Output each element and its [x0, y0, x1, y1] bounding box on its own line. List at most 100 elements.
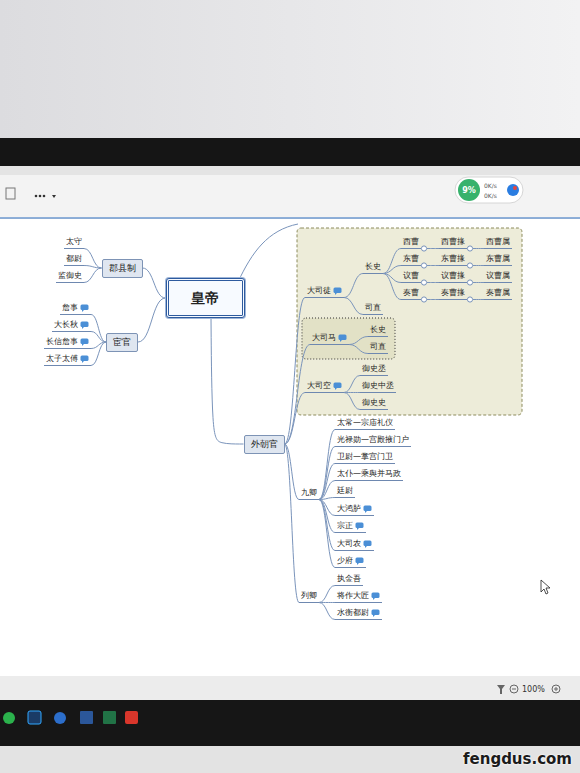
taskbar — [0, 700, 580, 746]
topic-text: 西曹掾 — [441, 237, 465, 247]
branch-connector — [344, 298, 363, 315]
comment-icon — [80, 338, 89, 346]
collapse-knob — [421, 297, 426, 302]
topic-text: 外朝官 — [251, 439, 278, 449]
topic-text: 大司马 — [312, 333, 336, 343]
topic-text: 太子太傅 — [46, 354, 78, 364]
root-topic: 皇帝 — [166, 278, 245, 318]
label-text: fengdus.com — [463, 750, 572, 768]
comment-icon — [82, 310, 85, 313]
subtopic-node: 大鸿胪 — [335, 504, 374, 516]
branch-connector — [84, 268, 102, 283]
branch-line — [238, 224, 298, 282]
comment-icon — [333, 287, 342, 295]
branch-connector — [344, 376, 360, 393]
topic-text: 宦官 — [113, 337, 131, 347]
comment-icon — [364, 541, 372, 547]
app-icon — [28, 711, 41, 724]
desk — [0, 746, 580, 773]
widget-icon — [507, 184, 519, 196]
label-text: 100% — [522, 685, 545, 694]
topic-text: 詹事 — [62, 303, 78, 313]
topic-text: 奏曹 — [403, 288, 419, 298]
comment-icon — [340, 340, 343, 343]
subtopic-node: 詹事 — [60, 303, 91, 315]
subtopic-node: 列卿 — [299, 591, 319, 603]
subtopic-node: 议曹掾 — [439, 271, 467, 283]
collapse-knob — [421, 246, 426, 251]
subtopic-node: 奏曹掾 — [439, 288, 467, 300]
branch-connector — [427, 248, 439, 249]
title-strip — [0, 166, 580, 175]
topic-text: 大司空 — [307, 381, 331, 391]
main-topic-box: 郡县制 — [102, 259, 143, 278]
comment-icon — [80, 304, 89, 312]
branch-connector — [473, 299, 484, 300]
comment-icon — [335, 293, 338, 296]
comment-icon — [372, 593, 380, 599]
topic-text: 司直 — [365, 303, 381, 313]
menu-dot — [43, 195, 46, 198]
subtopic-node: 宗正 — [335, 521, 366, 533]
branch-connector — [319, 586, 335, 603]
subtopic-node: 监御史 — [56, 271, 84, 283]
toolbar-divider — [0, 217, 580, 219]
subtopic-node: 长信詹事 — [44, 337, 91, 349]
toolbar-icon — [6, 188, 15, 199]
branch-connector — [473, 248, 484, 249]
subtopic-node: 大长秋 — [52, 320, 91, 332]
topic-text: 光禄勋—宫殿掖门户 — [337, 435, 409, 445]
cpu-percent: 9% — [462, 186, 476, 195]
zoom-level: 100% — [522, 685, 545, 694]
branch-connector — [211, 318, 244, 444]
subtopic-node: 东曹属 — [484, 254, 512, 266]
collapse-knob — [467, 246, 472, 251]
branch-connector — [319, 498, 335, 500]
branch-connector — [84, 249, 102, 269]
subtopic-node: 水衡都尉 — [335, 608, 382, 620]
topic-text: 议曹属 — [486, 271, 510, 281]
cpu-circle — [458, 179, 480, 201]
comment-icon — [81, 322, 89, 328]
comment-icon — [373, 615, 376, 618]
comment-icon — [364, 506, 372, 512]
branch-connector — [427, 282, 439, 283]
topic-text: 议曹掾 — [441, 271, 465, 281]
branch-connector — [383, 249, 401, 274]
topic-text: 大司农 — [337, 539, 361, 549]
branch-connector — [285, 345, 311, 445]
topic-text: 执金吾 — [337, 574, 361, 584]
topic-text: 九卿 — [301, 488, 317, 498]
app-icon — [54, 712, 66, 724]
topic-text: 东曹 — [403, 254, 419, 264]
mouse-cursor — [541, 580, 550, 594]
comment-icon — [363, 540, 372, 548]
speed-widget — [455, 177, 523, 203]
comment-icon — [333, 382, 342, 390]
topic-text: 西曹属 — [486, 237, 510, 247]
branch-connector — [344, 274, 363, 298]
subtopic-node: 大司农 — [335, 539, 374, 551]
comment-icon — [372, 610, 380, 616]
subtopic-node: 大司马 — [310, 333, 349, 345]
branch-connector — [285, 393, 306, 445]
app-icon — [80, 711, 93, 724]
topic-text: 长史 — [365, 262, 381, 272]
comment-icon — [335, 388, 338, 391]
comment-icon — [356, 523, 364, 529]
subtopic-node: 西曹属 — [484, 237, 512, 249]
branch-connector — [285, 298, 306, 445]
comment-icon — [357, 528, 360, 531]
branch-connector — [285, 444, 300, 603]
comment-icon — [339, 335, 347, 341]
branch-connector — [349, 345, 368, 354]
comment-icon — [357, 563, 360, 566]
subtopic-node: 都尉 — [64, 254, 84, 266]
subtopic-node: 东曹 — [401, 254, 421, 266]
menu-dot — [39, 195, 42, 198]
topic-text: 御史丞 — [362, 364, 386, 374]
topic-text: 长史 — [370, 325, 386, 335]
subtopic-node: 御史丞 — [360, 364, 388, 376]
